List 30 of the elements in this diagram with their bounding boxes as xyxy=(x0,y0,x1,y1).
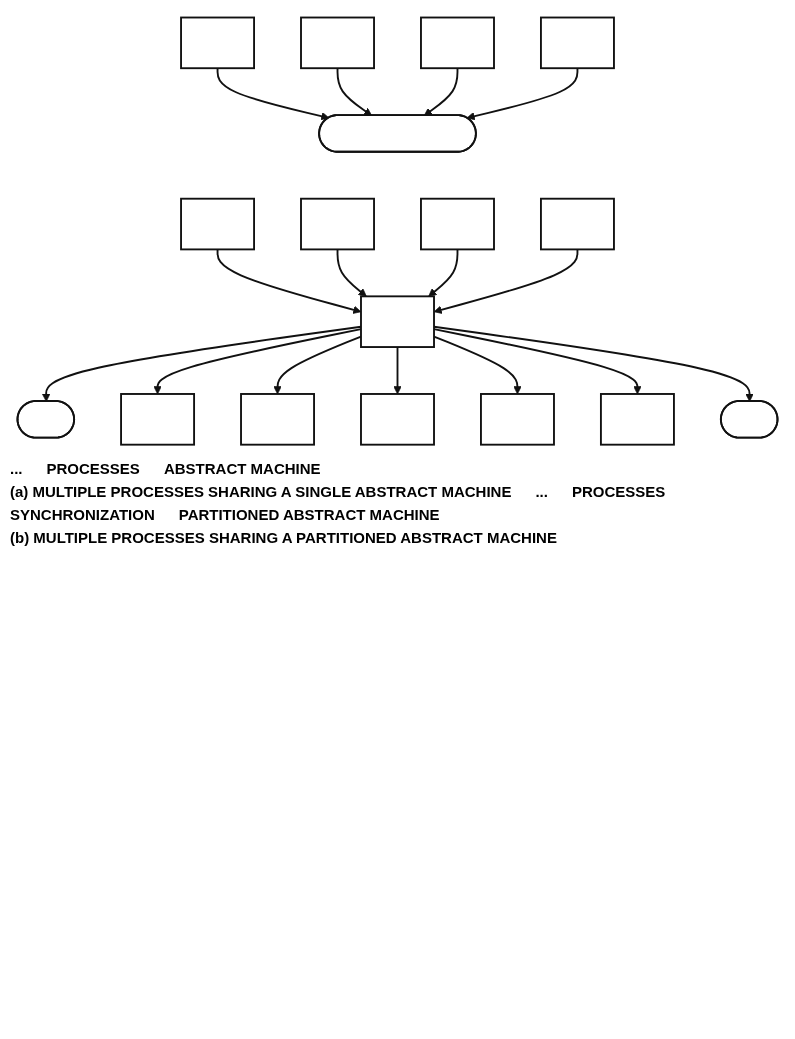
arrow xyxy=(336,67,373,116)
node-box xyxy=(180,197,255,251)
node-box xyxy=(599,393,675,446)
node-box xyxy=(300,16,375,70)
node-box xyxy=(540,197,615,251)
diagram-label: ABSTRACT MACHINE xyxy=(163,460,321,478)
node-box xyxy=(180,16,255,70)
node-box xyxy=(120,393,195,446)
diagram-label: ... xyxy=(10,460,23,478)
node-box xyxy=(360,295,435,348)
node-box xyxy=(300,197,375,251)
arrow xyxy=(466,67,579,121)
diagram-label: (b) MULTIPLE PROCESSES SHARING A PARTITIONED ABSTRACT MACHINE xyxy=(10,529,557,547)
diagram-label: (a) MULTIPLE PROCESSES SHARING A SINGLE ABSTRACT MACHINE xyxy=(10,483,512,501)
arrow xyxy=(216,67,330,121)
arrow xyxy=(393,346,402,395)
diagram-label: ... xyxy=(535,483,548,501)
node-box xyxy=(360,393,435,446)
diagram-label: PROCESSES xyxy=(571,483,666,501)
node-box xyxy=(240,393,315,446)
arrow xyxy=(423,67,459,116)
node-box xyxy=(420,197,495,251)
arrow xyxy=(428,248,459,297)
diagram-label: SYNCHRONIZATION xyxy=(10,506,155,524)
diagram-label: PARTITIONED ABSTRACT MACHINE xyxy=(178,506,440,524)
node-box xyxy=(540,16,615,70)
arrow xyxy=(336,248,367,297)
node-box xyxy=(480,393,555,446)
diagram-label: PROCESSES xyxy=(46,460,140,478)
node-box xyxy=(420,16,495,70)
